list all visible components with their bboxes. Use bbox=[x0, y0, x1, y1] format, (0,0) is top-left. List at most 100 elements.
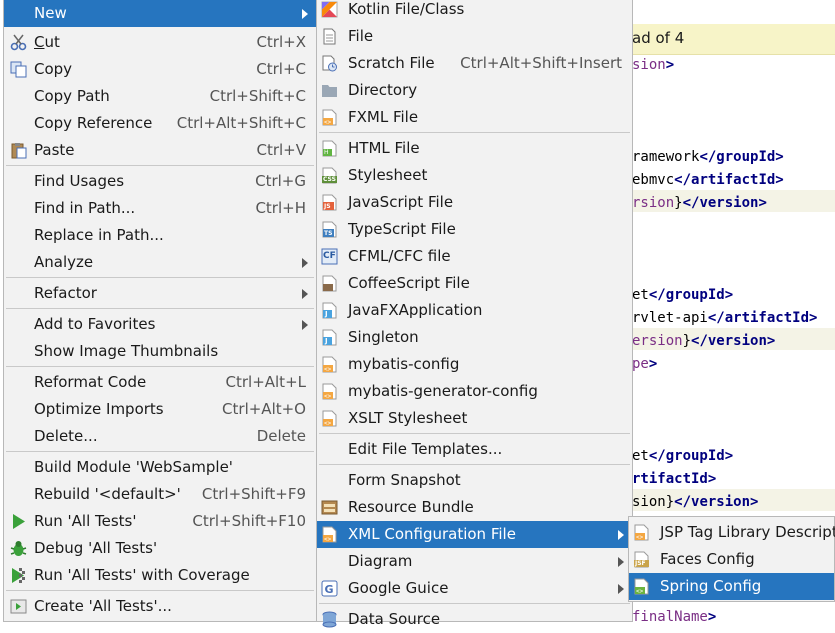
menu-item-copy[interactable]: Copy Ctrl+C bbox=[4, 56, 316, 83]
code-line: rvlet-api</artifactId> bbox=[632, 310, 818, 326]
menu-item-javafx-application[interactable]: J JavaFXApplication bbox=[317, 297, 632, 324]
menu-item-cfml-file[interactable]: CF CFML/CFC file bbox=[321, 247, 451, 265]
menu-separator bbox=[6, 590, 314, 591]
menu-item-build-module[interactable]: Build Module 'WebSample' bbox=[34, 458, 233, 476]
menu-item-coffeescript-file[interactable]: CoffeeScript File bbox=[317, 270, 632, 297]
debug-icon bbox=[10, 540, 27, 557]
menu-item-xml-configuration-file[interactable]: <> XML Configuration File bbox=[317, 521, 632, 548]
menu-item-copy-reference[interactable]: Copy Reference Ctrl+Alt+Shift+C bbox=[34, 114, 306, 132]
menu-item-cut[interactable]: Cut Ctrl+X bbox=[4, 29, 316, 56]
menu-item-run-all-tests[interactable]: Run 'All Tests' Ctrl+Shift+F10 bbox=[4, 508, 316, 535]
menu-item-html-file[interactable]: H HTML File bbox=[317, 135, 632, 162]
menu-item-refactor[interactable]: Refactor bbox=[4, 280, 316, 307]
menu-item-javascript-file[interactable]: JS JavaScript File bbox=[317, 189, 632, 216]
menu-item-analyze[interactable]: Analyze bbox=[4, 249, 316, 276]
jsf-icon: JSF bbox=[633, 551, 650, 568]
menu-item-optimize-imports[interactable]: Optimize Imports Ctrl+Alt+O bbox=[34, 400, 306, 418]
menu-item-delete[interactable]: Delete... Delete bbox=[34, 427, 306, 445]
current-line-highlight bbox=[600, 489, 835, 511]
svg-text:<>: <> bbox=[324, 119, 332, 126]
menu-item-typescript-file[interactable]: TS TypeScript File bbox=[317, 216, 632, 243]
menu-item-mybatis-config[interactable]: <> mybatis-config bbox=[317, 351, 632, 378]
guice-icon: G bbox=[321, 580, 338, 597]
menu-item-run-with-coverage[interactable]: Run 'All Tests' with Coverage bbox=[4, 562, 316, 589]
code-line: ebmvc</artifactId> bbox=[632, 172, 784, 188]
menu-item-create-all-tests[interactable]: Create 'All Tests'... bbox=[4, 593, 316, 620]
code-line: ramework</groupId> bbox=[632, 149, 784, 165]
menu-item-scratch-file[interactable]: Scratch File Ctrl+Alt+Shift+Insert bbox=[317, 50, 632, 77]
file-icon bbox=[321, 28, 338, 45]
svg-text:<>: <> bbox=[636, 534, 644, 541]
xml-configuration-submenu: <> JSP Tag Library Descriptor JSF Faces … bbox=[628, 516, 835, 602]
cfml-icon: CF bbox=[321, 248, 338, 265]
code-line: et</groupId> bbox=[632, 448, 734, 464]
xml-icon: <> bbox=[321, 526, 338, 543]
menu-item-show-image-thumbnails[interactable]: Show Image Thumbnails bbox=[34, 342, 219, 360]
current-line-highlight bbox=[600, 328, 835, 350]
java-class-icon: J bbox=[321, 302, 338, 319]
menu-separator bbox=[319, 464, 630, 465]
menu-item-mybatis-generator-config[interactable]: <> mybatis-generator-config bbox=[317, 378, 632, 405]
html-icon: H bbox=[321, 140, 338, 157]
chevron-right-icon bbox=[302, 289, 308, 299]
copy-icon bbox=[10, 61, 27, 78]
chevron-right-icon bbox=[618, 557, 624, 567]
fxml-icon: <> bbox=[321, 109, 338, 126]
menu-separator bbox=[6, 451, 314, 452]
menu-item-new[interactable]: New bbox=[4, 0, 316, 27]
chevron-right-icon bbox=[302, 9, 308, 19]
kotlin-icon bbox=[321, 1, 338, 18]
xml-icon: <> bbox=[321, 356, 338, 373]
spring-icon: <> bbox=[633, 578, 650, 595]
svg-text:<>: <> bbox=[324, 420, 332, 427]
notification-banner: ad of 4 bbox=[600, 24, 835, 55]
java-class-icon: J bbox=[321, 329, 338, 346]
menu-item-edit-file-templates[interactable]: Edit File Templates... bbox=[348, 440, 503, 458]
paste-icon bbox=[10, 142, 27, 159]
menu-item-fxml-file[interactable]: <> FXML File bbox=[317, 104, 632, 131]
menu-item-label: Copy bbox=[34, 60, 73, 78]
coffee-icon bbox=[321, 275, 338, 292]
menu-item-jsp-tag-library-descriptor[interactable]: <> JSP Tag Library Descriptor bbox=[629, 519, 835, 546]
menu-item-faces-config[interactable]: JSF Faces Config bbox=[633, 550, 755, 568]
menu-item-singleton[interactable]: J Singleton bbox=[317, 324, 632, 351]
menu-item-google-guice[interactable]: G Google Guice bbox=[317, 575, 632, 602]
menu-separator bbox=[319, 603, 630, 604]
js-icon: JS bbox=[321, 194, 338, 211]
coverage-icon bbox=[10, 567, 27, 584]
menu-item-add-to-favorites[interactable]: Add to Favorites bbox=[4, 311, 316, 338]
create-test-icon bbox=[10, 598, 27, 615]
menu-item-stylesheet[interactable]: CSS Stylesheet bbox=[321, 166, 428, 184]
menu-item-data-source[interactable]: Data Source bbox=[317, 606, 632, 633]
menu-item-kotlin-file[interactable]: Kotlin File/Class bbox=[317, 0, 632, 23]
menu-item-copy-path[interactable]: Copy Path Ctrl+Shift+C bbox=[34, 87, 306, 105]
menu-item-replace-in-path[interactable]: Replace in Path... bbox=[34, 226, 164, 244]
xml-icon: <> bbox=[321, 383, 338, 400]
menu-item-rebuild[interactable]: Rebuild '<default>' Ctrl+Shift+F9 bbox=[34, 485, 306, 503]
menu-separator bbox=[319, 132, 630, 133]
menu-item-find-usages[interactable]: Find Usages Ctrl+G bbox=[34, 172, 306, 190]
menu-item-reformat-code[interactable]: Reformat Code Ctrl+Alt+L bbox=[34, 373, 306, 391]
menu-item-spring-config[interactable]: <> Spring Config bbox=[629, 573, 834, 600]
menu-item-paste[interactable]: Paste Ctrl+V bbox=[4, 137, 316, 164]
menu-item-directory[interactable]: Directory bbox=[317, 77, 632, 104]
menu-item-resource-bundle[interactable]: Resource Bundle bbox=[317, 494, 632, 521]
svg-text:<>: <> bbox=[636, 588, 644, 595]
code-line: rsion}</version> bbox=[632, 195, 767, 211]
menu-item-diagram[interactable]: Diagram bbox=[317, 548, 632, 575]
menu-separator bbox=[6, 366, 314, 367]
menu-item-file[interactable]: File bbox=[317, 23, 632, 50]
svg-text:G: G bbox=[325, 583, 334, 596]
code-line: pe> bbox=[632, 356, 658, 372]
menu-item-form-snapshot[interactable]: Form Snapshot bbox=[348, 471, 461, 489]
code-line: sion> bbox=[632, 57, 675, 73]
code-line: et</groupId> bbox=[632, 287, 734, 303]
code-line: rtifactId> bbox=[632, 471, 717, 487]
menu-item-xslt-stylesheet[interactable]: <> XSLT Stylesheet bbox=[317, 405, 632, 432]
menu-item-debug-all-tests[interactable]: Debug 'All Tests' bbox=[4, 535, 316, 562]
scissors-icon bbox=[10, 34, 27, 51]
menu-item-find-in-path[interactable]: Find in Path... Ctrl+H bbox=[34, 199, 306, 217]
new-submenu: Kotlin File/Class File Scratch File Ctrl… bbox=[316, 0, 633, 628]
css-icon: CSS bbox=[321, 167, 338, 184]
menu-separator bbox=[6, 165, 314, 166]
